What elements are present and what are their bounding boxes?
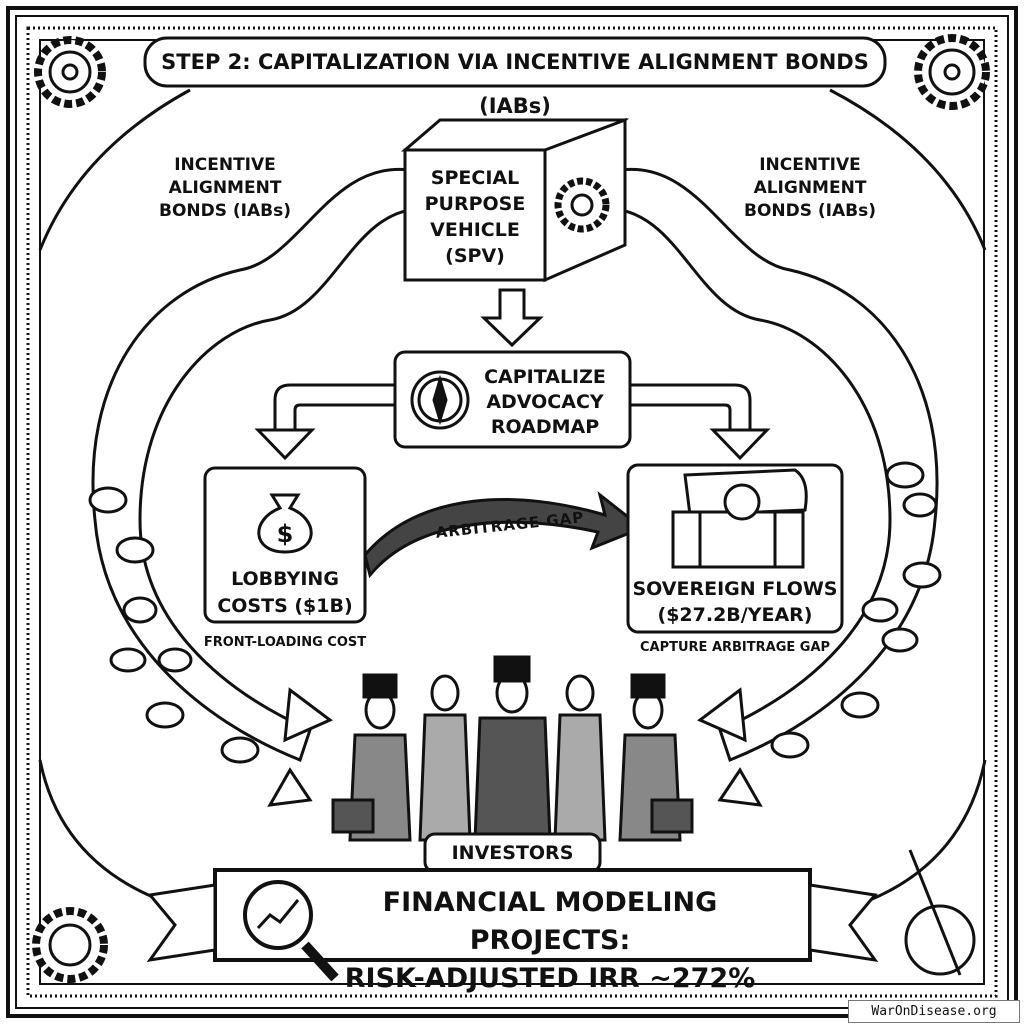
castle-gear-icon <box>400 117 630 283</box>
laurel-icon <box>38 88 987 902</box>
irr-line-1: FINANCIAL MODELING PROJECTS: <box>382 887 718 956</box>
page-title: STEP 2: CAPITALIZATION VIA INCENTIVE ALI… <box>161 50 869 118</box>
outer-frame <box>6 6 1018 1018</box>
sovereign-caption: CAPTURE ARBITRAGE GAP <box>639 640 831 655</box>
down-arrow <box>480 288 544 348</box>
sovereign-label: SOVEREIGN FLOWS ($27.2B/YEAR) <box>632 578 838 626</box>
coin-icon <box>88 461 942 764</box>
compass-icon <box>410 370 470 430</box>
svg-text:$: $ <box>277 520 294 548</box>
magnifier-chart-icon <box>243 880 339 982</box>
spv-label: SPECIAL PURPOSE VEHICLE (SPV) <box>424 167 526 267</box>
right-ribbon-label: INCENTIVE ALIGNMENT BONDS (IABs) <box>743 155 876 221</box>
lobbying-caption: FRONT-LOADING COST <box>203 635 367 650</box>
right-ribbon <box>618 167 939 762</box>
title-banner <box>143 36 887 88</box>
irr-line-2: RISK-ADJUSTED IRR ~272% <box>344 963 756 994</box>
investors-label: INVESTORS <box>451 842 574 864</box>
watermark: WarOnDisease.org <box>848 1000 1020 1023</box>
treasure-chest-icon <box>671 468 808 569</box>
investors-illustration <box>331 655 694 842</box>
capitalize-label: CAPITALIZE ADVOCACY ROADMAP <box>484 366 606 438</box>
left-ribbon-label: INCENTIVE ALIGNMENT BONDS (IABs) <box>158 155 291 221</box>
lobbying-label: LOBBYING COSTS ($1B) <box>217 568 353 617</box>
gear-icon <box>32 34 990 983</box>
arbitrage-arrow <box>363 491 645 579</box>
left-ribbon <box>91 167 412 762</box>
irr-text: FINANCIAL MODELING PROJECTS: RISK-ADJUST… <box>300 884 800 998</box>
money-bag-icon: $ <box>257 493 313 554</box>
